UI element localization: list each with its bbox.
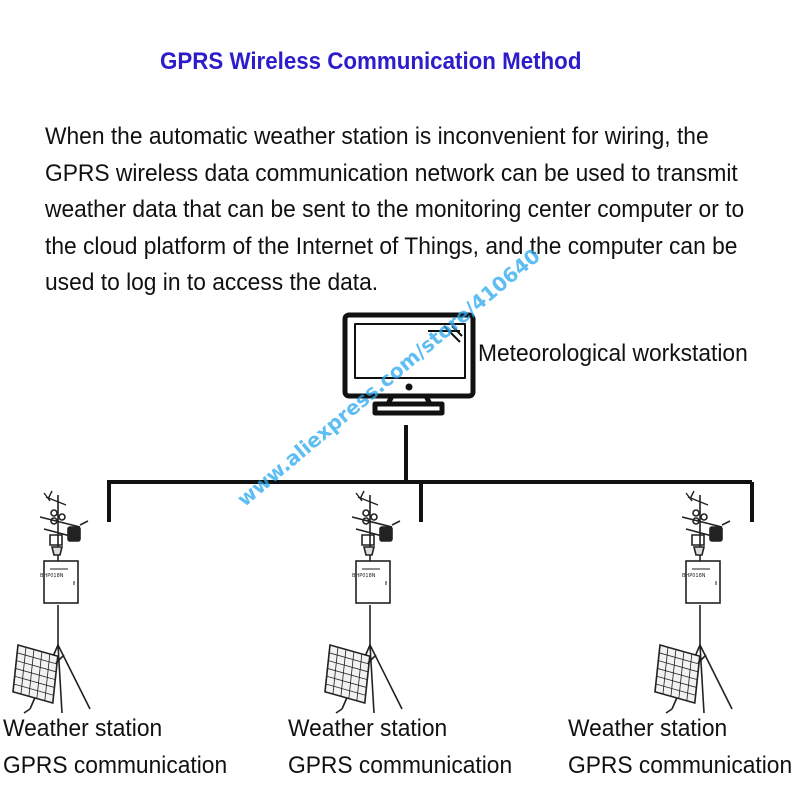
- weather-station-icon: BHP018N: [324, 490, 403, 714]
- weather-station-icon: BHP018N: [12, 490, 91, 714]
- station-label-3: Weather station GPRS communication: [568, 710, 792, 784]
- station-name: Weather station: [3, 715, 163, 742]
- station-comm: GPRS communication: [288, 752, 513, 779]
- description-line: When the automatic weather station is in…: [45, 123, 709, 150]
- station-label-2: Weather station GPRS communication: [288, 710, 512, 784]
- station-label-1: Weather station GPRS communication: [3, 710, 227, 784]
- description-line: weather data that can be sent to the mon…: [45, 196, 745, 223]
- station-comm: GPRS communication: [3, 752, 228, 779]
- weather-station-icon: BHP018N: [654, 490, 733, 714]
- description-line: the cloud platform of the Internet of Th…: [45, 232, 738, 260]
- workstation-label: Meteorological workstation: [478, 340, 748, 367]
- description-line: GPRS wireless data communication network…: [45, 159, 738, 187]
- diagram-title: GPRS Wireless Communication Method: [160, 48, 582, 75]
- station-box-label: BHP018N: [682, 573, 706, 579]
- station-box-label: BHP018N: [40, 573, 64, 579]
- station-name: Weather station: [288, 715, 448, 742]
- station-name: Weather station: [568, 715, 728, 742]
- computer-monitor-icon: [342, 312, 476, 416]
- description: When the automatic weather station is in…: [45, 119, 752, 302]
- description-line: used to log in to access the data.: [45, 269, 379, 296]
- connection-lines: [107, 425, 754, 522]
- station-comm: GPRS communication: [568, 752, 793, 779]
- station-box-label: BHP018N: [352, 573, 376, 579]
